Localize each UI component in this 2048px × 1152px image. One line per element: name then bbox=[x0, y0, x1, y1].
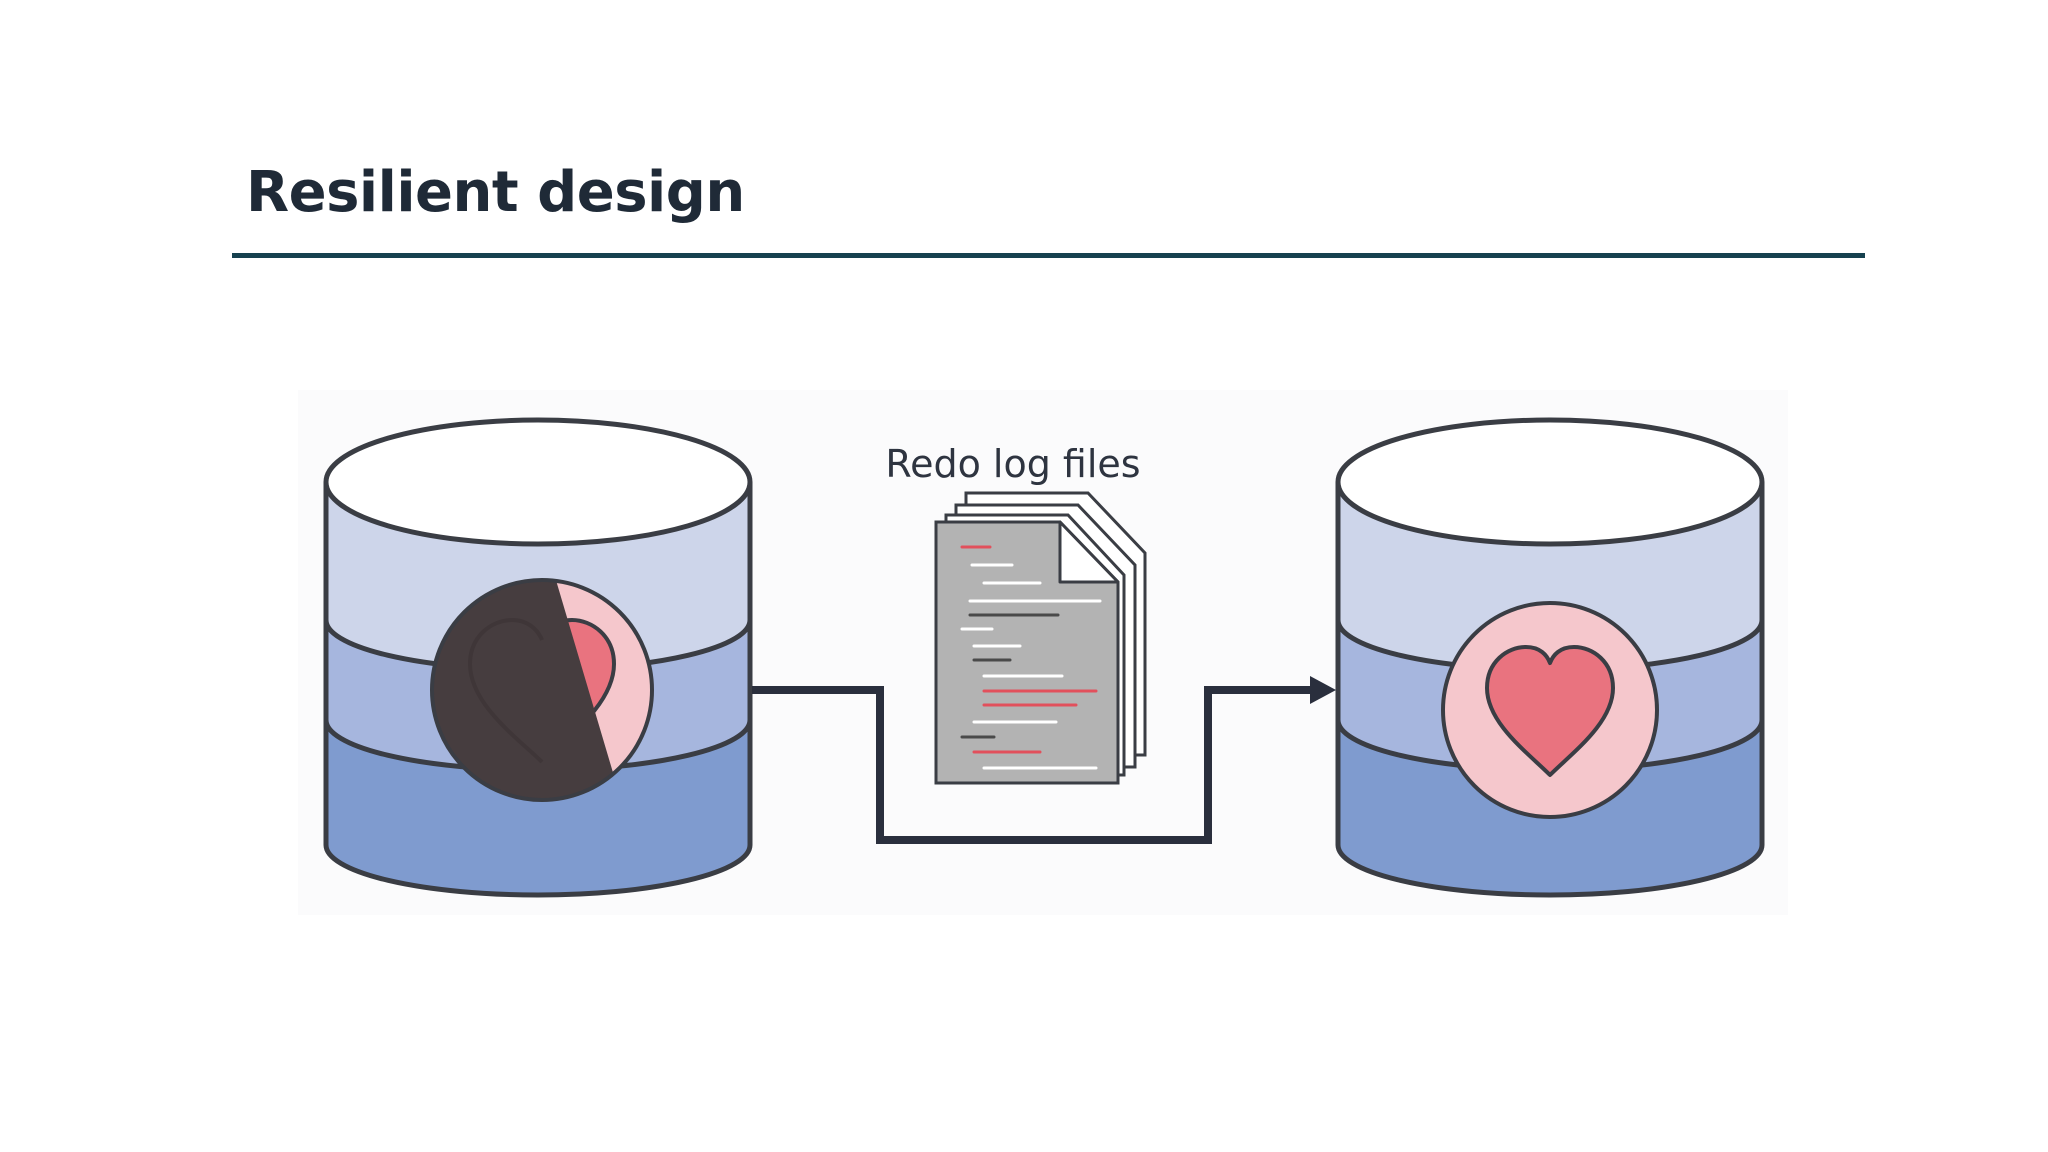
heart-icon bbox=[1441, 601, 1659, 819]
replication-connector bbox=[752, 676, 1336, 844]
redo-log-label: Redo log files bbox=[885, 442, 1140, 486]
arrow-right-icon bbox=[1310, 676, 1336, 704]
slide-title: Resilient design bbox=[246, 160, 745, 225]
document-stack-icon bbox=[934, 491, 1147, 785]
title-divider bbox=[232, 253, 1865, 258]
damaged-heart-icon bbox=[430, 578, 654, 802]
